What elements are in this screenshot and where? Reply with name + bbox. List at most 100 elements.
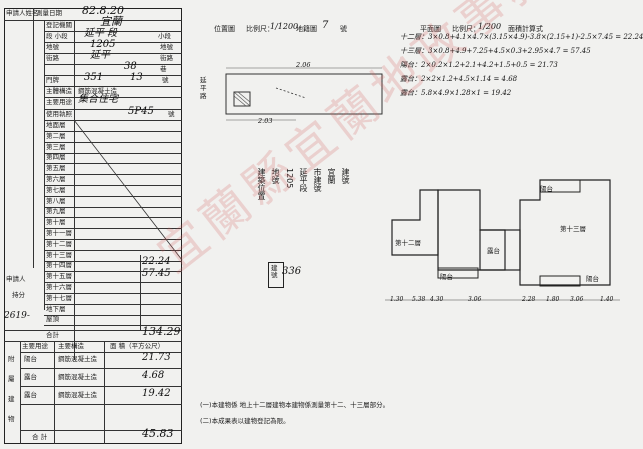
room-label: 陽台 [586,275,599,283]
street-value: 延平 [90,50,110,61]
location-dim-bot: 2.03 [258,117,273,125]
plan-dimension: 4.30 [430,296,444,303]
annex-struct-header: 主要構造 [58,342,84,350]
floor-label: 第十六層 [46,283,72,291]
area-formula: 十二層：3×0.8+4.1×4.7×(3.15×4.9)-3.8×(2.15+1… [400,33,643,41]
location-sheet-label: 地籍圖 [296,25,317,33]
plan-dimension: 3.06 [570,296,584,303]
vertical-text: 建築位置 [257,168,266,200]
floor-label: 第十三層 [46,250,72,259]
floor-plan [385,179,620,301]
vertical-text: 建號 [341,168,350,184]
survey-date-value: 82.8.20 [82,4,124,17]
section-suffix: 小段 [158,32,171,40]
floor-13-area: 57.45 [142,268,171,279]
vertical-text: 地號 [271,168,280,184]
no-label: 門牌 [46,76,59,84]
vertical-text: 宜蘭 [327,168,336,184]
applicant-label: 申請人姓名 [6,9,39,17]
street-suffix: 街路 [160,54,173,62]
floor-label: 地面層 [46,121,66,129]
no-suffix: 號 [162,76,169,84]
area-formula: 露台：2×2×1.2+4.5×1.14 = 4.68 [400,75,518,83]
annex-use: 露台 [24,373,37,381]
annex-side-char: 建 [8,395,15,403]
annex-struct: 鋼筋混凝土造 [58,391,97,399]
annex-use: 露台 [24,391,37,399]
office-label: 登記機關 [46,21,72,29]
use-value: 集合住宅 [78,94,118,105]
room-label: 陽台 [440,273,453,281]
location-dim-top: 2.06 [296,61,311,69]
floor-label: 第三層 [46,142,66,151]
plan-scale-label: 比例尺： [452,25,480,33]
annex-area-header: 面 積（平方公尺） [110,342,165,350]
location-title: 位置圖 [214,25,235,33]
location-road-label: 延平路 [200,76,207,100]
annex-total-value: 45.83 [142,427,174,440]
total-label: 合計 [46,331,59,339]
floor-12-area: 22.24 [142,256,171,267]
lot-value: 1205 [90,39,116,50]
strike-line [73,119,183,261]
floor-label: 屋頂 [46,315,59,324]
lane-value: 38 [124,61,137,72]
annex-area: 21.73 [142,352,171,363]
area-formula: 陽台：2×0.2×1.2+2.1+4.2+1.5+0.5 = 21.73 [400,61,558,69]
plan-dimension: 1.80 [546,296,560,303]
left-margin-lot: 2619- [4,311,30,321]
street-label: 街路 [46,54,59,62]
annex-total-label: 合 計 [32,433,48,441]
annex-struct: 鋼筋混凝土造 [58,355,97,363]
annex-area: 19.42 [142,388,171,399]
vertical-text: 市建號 [313,168,322,192]
location-sheet-suffix: 號 [340,25,347,33]
floor-label: 第十五層 [46,272,72,281]
floor-label: 第十層 [46,218,66,227]
permit-value: 5P45 [128,106,154,117]
annex-struct: 鋼筋混凝土造 [58,373,97,381]
building-no-value: 336 [282,266,302,277]
plan-dimension: 1.40 [600,296,614,303]
room-label: 第十三層 [560,225,586,233]
plan-scale-value: 1/200 [478,22,502,31]
survey-date-label: 測量日期 [36,9,62,17]
floor-label: 第十七層 [46,293,72,302]
lot-suffix: 地號 [160,43,173,51]
floor-label: 第十四層 [46,261,72,270]
footnote-1: (一)本建物係 地上十二層建物本建物係測量第十二、十三層部分。 [200,401,390,409]
office-value: 宜蘭 [100,15,122,28]
section-value: 延平 段 [84,28,118,39]
floor-label: 第四層 [46,153,66,162]
room-label: 陽台 [540,185,553,193]
applicant-side-label: 申請人 [6,275,26,283]
room-label: 露台 [487,247,500,255]
vertical-text: 1205 [285,168,294,189]
building-no-stamp: 建號 [268,262,284,288]
annex-side-char: 屬 [8,375,15,383]
no-value: 351 [84,72,104,83]
use-label: 主要用途 [46,98,72,106]
floor-label: 第七層 [46,185,66,194]
floor-label: 地下層 [46,304,66,313]
lot-label: 地號 [46,43,59,51]
permit-label: 使用執照 [46,110,72,118]
location-sheet-no: 7 [322,20,329,31]
vertical-text: 延平段 [299,168,308,192]
structure-value: 鋼筋混凝土造 [78,87,117,95]
no-value-2: 13 [130,72,143,83]
annex-area: 4.68 [142,370,165,381]
structure-label: 主體構造 [46,87,72,95]
location-scale-label: 比例尺： [246,25,274,33]
footnote-2: (二)本成果表以建物登記為限。 [200,417,290,425]
annex-use-header: 主要用途 [22,342,48,350]
location-scale-value: 1/1200 [270,22,299,31]
floor-label: 第十一層 [46,229,72,237]
share-label: 持分 [12,291,25,299]
room-label: 第十二層 [395,239,421,247]
total-value: 134.29 [142,325,181,338]
area-formula: 十三層：3×0.8+4.9+7.25+4.5×0.3+2.95×4.7 = 57… [400,47,591,55]
floor-label: 第十二層 [46,239,72,248]
floor-label: 第八層 [46,196,66,205]
location-map [225,67,383,121]
